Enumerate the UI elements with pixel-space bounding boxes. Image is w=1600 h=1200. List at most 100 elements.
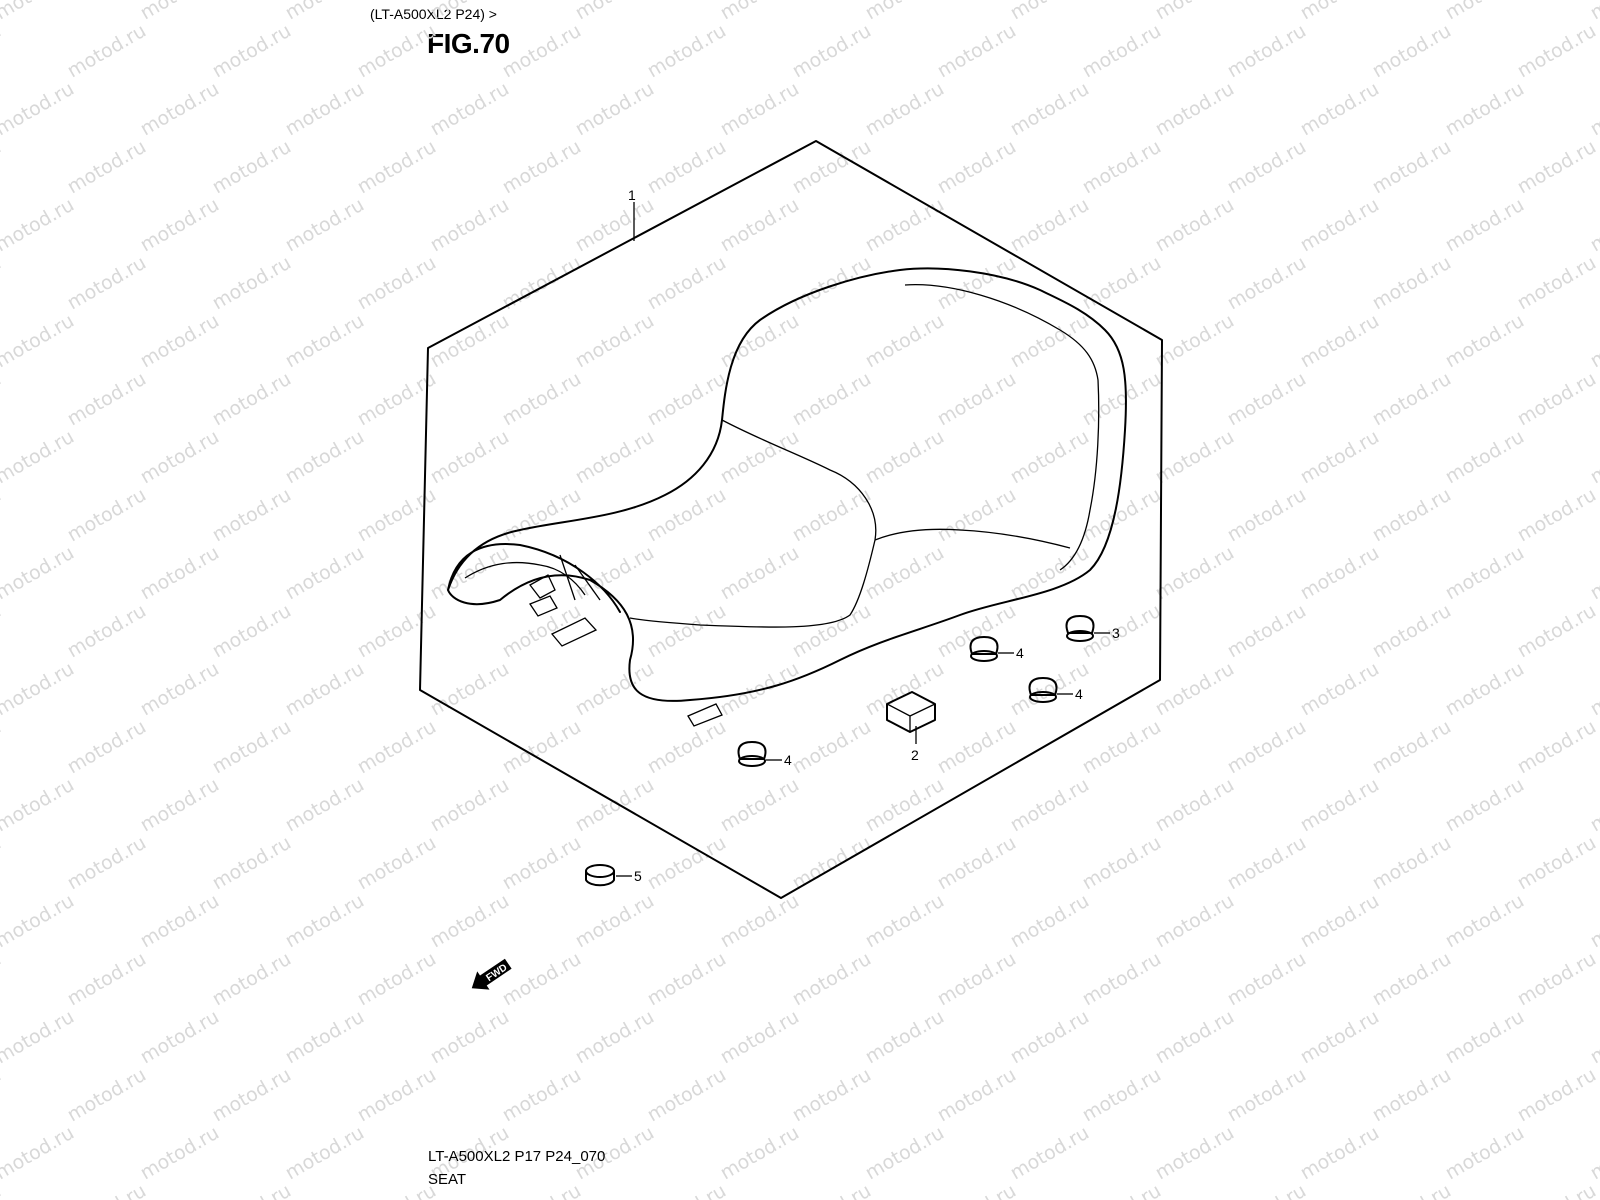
watermark-text: motod.ru <box>1007 1006 1093 1069</box>
watermark-text: motod.ru <box>1007 426 1093 489</box>
watermark-text: motod.ru <box>1079 1180 1165 1200</box>
watermark-text: motod.ru <box>0 78 78 141</box>
watermark-text: motod.ru <box>1152 542 1238 605</box>
watermark-text: motod.ru <box>499 600 585 663</box>
watermark-text: motod.ru <box>1369 484 1455 547</box>
watermark-text: motod.ru <box>1514 136 1600 199</box>
watermark-text: motod.ru <box>1514 948 1600 1011</box>
watermark-text: motod.ru <box>1442 542 1528 605</box>
watermark-text: motod.ru <box>427 78 513 141</box>
watermark-text: motod.ru <box>137 310 223 373</box>
watermark-text: motod.ru <box>354 1064 440 1127</box>
watermark-text: motod.ru <box>0 890 78 953</box>
watermark-text: motod.ru <box>64 716 150 779</box>
watermark-text: motod.ru <box>717 774 803 837</box>
watermark-text: motod.ru <box>0 20 5 83</box>
watermark-text: motod.ru <box>1587 890 1600 953</box>
watermark-text: motod.ru <box>1079 832 1165 895</box>
watermark-text: motod.ru <box>209 1180 295 1200</box>
watermark-text: motod.ru <box>0 252 5 315</box>
watermark-text: motod.ru <box>1369 368 1455 431</box>
watermark-text: motod.ru <box>1369 1064 1455 1127</box>
watermark-text: motod.ru <box>1297 658 1383 721</box>
watermark-text: motod.ru <box>137 78 223 141</box>
callout-4c: 4 <box>784 752 792 768</box>
watermark-text: motod.ru <box>499 832 585 895</box>
watermark-text: motod.ru <box>862 1006 948 1069</box>
watermark-text: motod.ru <box>282 1122 368 1185</box>
watermark-text: motod.ru <box>0 1122 78 1185</box>
watermark-text: motod.ru <box>137 1006 223 1069</box>
part-name: SEAT <box>428 1171 467 1188</box>
watermark-text: motod.ru <box>1007 194 1093 257</box>
watermark-text: motod.ru <box>862 78 948 141</box>
watermark-text: motod.ru <box>644 484 730 547</box>
watermark-text: motod.ru <box>64 1064 150 1127</box>
watermark-text: motod.ru <box>427 426 513 489</box>
watermark-text: motod.ru <box>1514 368 1600 431</box>
watermark-text: motod.ru <box>1442 310 1528 373</box>
watermark-text: motod.ru <box>1152 890 1238 953</box>
watermark-text: motod.ru <box>1369 20 1455 83</box>
watermark-text: motod.ru <box>282 658 368 721</box>
watermark-text: motod.ru <box>0 542 78 605</box>
watermark-text: motod.ru <box>1224 368 1310 431</box>
watermark-text: motod.ru <box>209 600 295 663</box>
watermark-text: motod.ru <box>354 600 440 663</box>
watermark-text: motod.ru <box>282 426 368 489</box>
watermark-text: motod.ru <box>862 310 948 373</box>
watermark-text: motod.ru <box>137 542 223 605</box>
watermark-text: motod.ru <box>1442 658 1528 721</box>
watermark-text: motod.ru <box>1079 948 1165 1011</box>
part-4-cushion-b <box>1028 677 1058 703</box>
watermark-text: motod.ru <box>572 0 658 24</box>
watermark-text: motod.ru <box>209 252 295 315</box>
watermark-text: motod.ru <box>209 20 295 83</box>
watermark-text: motod.ru <box>499 368 585 431</box>
watermark-text: motod.ru <box>1007 1122 1093 1185</box>
watermark-text: motod.ru <box>717 542 803 605</box>
parts-frame <box>419 140 1163 899</box>
watermark-text: motod.ru <box>1369 136 1455 199</box>
watermark-text: motod.ru <box>499 484 585 547</box>
watermark-text: motod.ru <box>1152 78 1238 141</box>
watermark-text: motod.ru <box>717 1006 803 1069</box>
watermark-text: motod.ru <box>572 310 658 373</box>
watermark-text: motod.ru <box>644 1180 730 1200</box>
watermark-text: motod.ru <box>1369 252 1455 315</box>
watermark-text: motod.ru <box>1297 890 1383 953</box>
watermark-text: motod.ru <box>354 716 440 779</box>
watermark-text: motod.ru <box>137 0 223 24</box>
watermark-text: motod.ru <box>1587 194 1600 257</box>
watermark-text: motod.ru <box>209 368 295 431</box>
watermark-text: motod.ru <box>934 1064 1020 1127</box>
watermark-text: motod.ru <box>499 1064 585 1127</box>
watermark-text: motod.ru <box>1079 368 1165 431</box>
watermark-text: motod.ru <box>1297 542 1383 605</box>
watermark-text: motod.ru <box>1514 716 1600 779</box>
watermark-text: motod.ru <box>1514 832 1600 895</box>
watermark-text: motod.ru <box>499 136 585 199</box>
watermark-text: motod.ru <box>1007 0 1093 24</box>
watermark-text: motod.ru <box>64 252 150 315</box>
watermark-text: motod.ru <box>282 0 368 24</box>
watermark-text: motod.ru <box>934 20 1020 83</box>
watermark-text: motod.ru <box>1514 252 1600 315</box>
watermark-text: motod.ru <box>717 194 803 257</box>
watermark-text: motod.ru <box>1152 1006 1238 1069</box>
watermark-text: motod.ru <box>572 658 658 721</box>
watermark-text: motod.ru <box>1587 310 1600 373</box>
watermark-text: motod.ru <box>499 1180 585 1200</box>
watermark-text: motod.ru <box>137 426 223 489</box>
diagram-reference-code: LT-A500XL2 P17 P24_070 <box>428 1148 606 1165</box>
watermark-text: motod.ru <box>1224 1180 1310 1200</box>
watermark-text: motod.ru <box>1224 1064 1310 1127</box>
watermark-text: motod.ru <box>789 1064 875 1127</box>
watermark-text: motod.ru <box>0 600 5 663</box>
watermark-text: motod.ru <box>789 368 875 431</box>
watermark-text: motod.ru <box>644 716 730 779</box>
callout-4a: 4 <box>1016 645 1024 661</box>
watermark-text: motod.ru <box>499 716 585 779</box>
watermark-text: motod.ru <box>0 194 78 257</box>
